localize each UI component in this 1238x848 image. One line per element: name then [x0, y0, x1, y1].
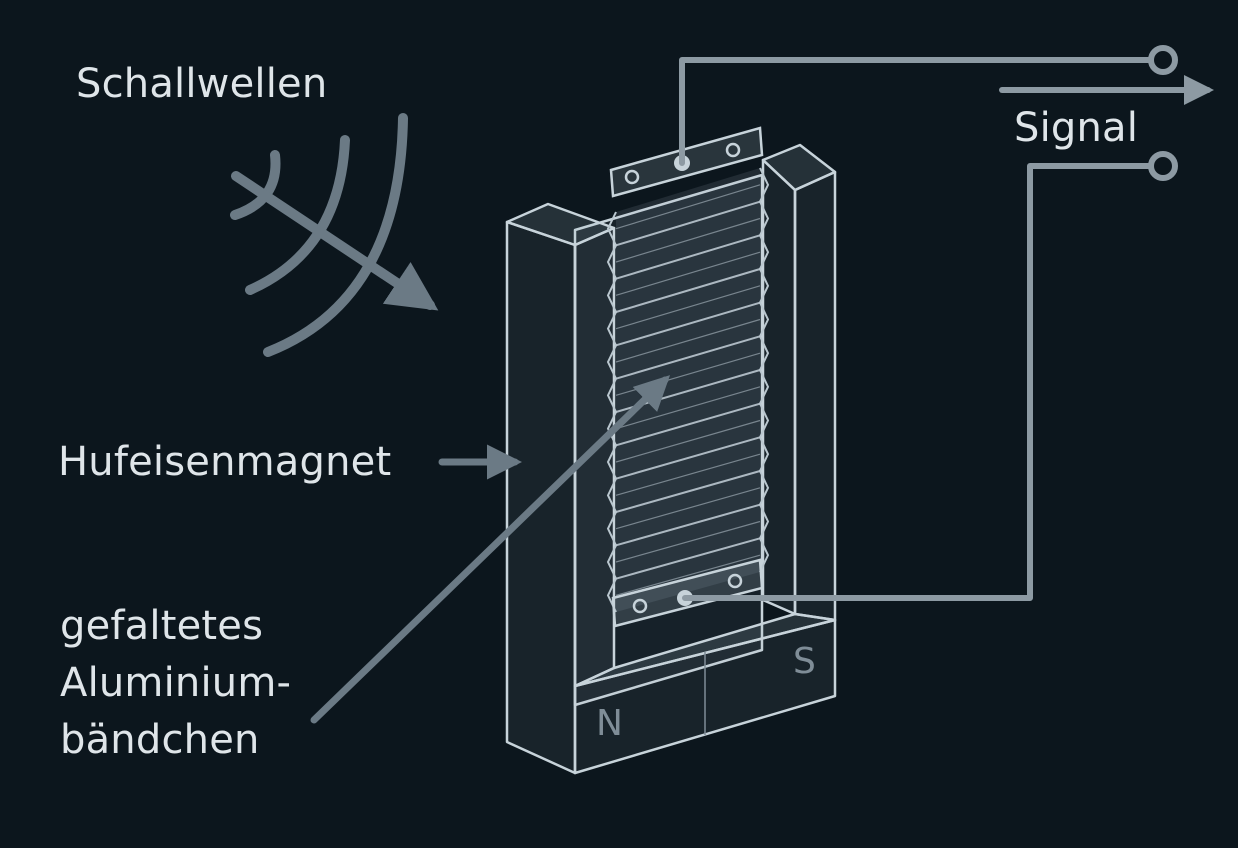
ribbon-fold-line	[615, 268, 761, 313]
top-clamp-screw-left	[624, 169, 640, 185]
ribbon-label-line-1: gefaltetes	[60, 603, 264, 649]
sound-wave-arc-3	[263, 113, 408, 357]
ribbon-fold-line	[615, 234, 761, 280]
bottom-clamp-screw-left	[632, 598, 648, 614]
ribbon-label-line-2: Aluminium-	[60, 660, 292, 706]
magnet-label: Hufeisenmagnet	[58, 439, 392, 485]
ribbon-fold-line	[615, 402, 761, 447]
ribbon-pointer-arrow	[310, 375, 671, 724]
bottom-wire	[682, 163, 1153, 601]
ribbon-fold-line	[615, 200, 761, 247]
ribbon-label-line-3: bändchen	[60, 717, 260, 763]
top-clamp	[609, 126, 764, 198]
ribbon-fold-line	[615, 520, 761, 563]
ribbon-fold-line	[615, 318, 761, 363]
output-terminal-bottom	[1148, 151, 1178, 181]
output-terminal-top	[1148, 45, 1178, 75]
signal-wires	[679, 57, 1214, 601]
north-pole-label: N	[596, 703, 624, 744]
magnet-south-inner-face	[761, 158, 797, 616]
ribbon-fold-line	[615, 487, 761, 530]
ribbon-fold-line	[615, 386, 761, 430]
ribbon-fold-line	[615, 554, 761, 596]
ribbon-fold-line	[615, 217, 761, 263]
ribbon-fold-line	[615, 301, 761, 347]
ribbon-fold-line	[615, 335, 761, 380]
ribbon-fold-line	[615, 251, 761, 296]
aluminium-ribbon	[606, 167, 770, 613]
ribbon-fold-line	[615, 184, 761, 230]
south-pole-label: S	[793, 641, 817, 682]
ribbon-fold-line	[615, 470, 761, 513]
ribbon-fold-line	[615, 436, 761, 480]
magnet-south-front-face	[793, 170, 837, 622]
bottom-clamp-screw-right	[727, 573, 743, 589]
sound-direction-arrow	[231, 171, 439, 311]
top-clamp-screw-right	[725, 142, 741, 158]
ribbon-fold-line	[615, 537, 761, 580]
ribbon-fold-line	[615, 285, 761, 330]
ribbon-fold-line	[615, 503, 761, 547]
top-wire	[679, 57, 1153, 166]
ribbon-fold-line	[615, 419, 761, 463]
signal-label: Signal	[1014, 105, 1139, 151]
ribbon-fold-line	[615, 453, 761, 496]
sound-waves-label: Schallwellen	[76, 61, 328, 107]
